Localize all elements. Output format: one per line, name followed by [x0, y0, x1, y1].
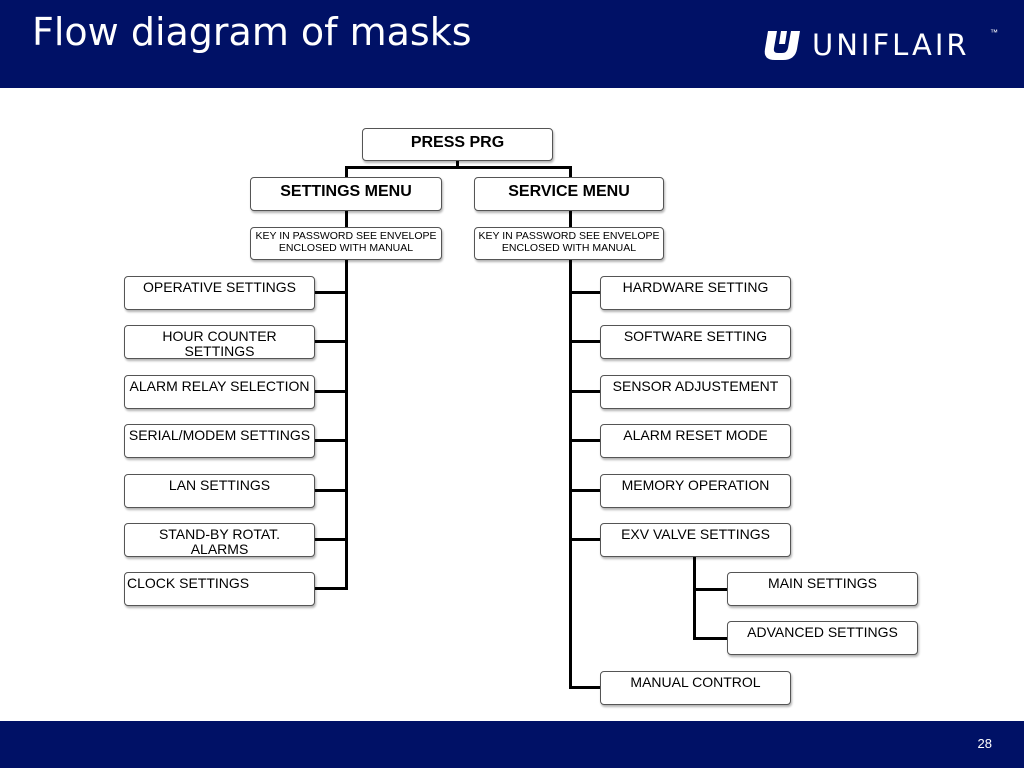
branch-clock-settings: [314, 587, 348, 590]
stand-by-rotat-alarms-box: STAND-BY ROTAT. ALARMS: [124, 523, 315, 557]
connector-root-down: [456, 160, 459, 168]
memory-operation-box: MEMORY OPERATION: [600, 474, 791, 508]
logo-wordmark: UNIFLAIR: [812, 28, 970, 62]
connector-service-to-password: [569, 210, 572, 228]
settings-password-note: KEY IN PASSWORD SEE ENVELOPE ENCLOSED WI…: [250, 227, 442, 260]
slide-footer: 28: [0, 721, 1024, 768]
branch-stand-by-rotat-alarms: [314, 538, 348, 541]
connector-to-service-menu: [569, 166, 572, 178]
alarm-relay-selection-box: ALARM RELAY SELECTION: [124, 375, 315, 409]
alarm-reset-mode-box: ALARM RESET MODE: [600, 424, 791, 458]
branch-software-setting: [569, 340, 602, 343]
branch-sensor-adjustement: [569, 390, 602, 393]
branch-alarm-relay-selection: [314, 390, 348, 393]
branch-main-settings: [693, 588, 729, 591]
uniflair-logo: UNIFLAIR ™: [762, 26, 1008, 66]
branch-exv-valve-settings: [569, 538, 602, 541]
connector-settings-to-password: [345, 210, 348, 228]
sensor-adjustement-box: SENSOR ADJUSTEMENT: [600, 375, 791, 409]
advanced-settings-box: ADVANCED SETTINGS: [727, 621, 918, 655]
branch-advanced-settings: [693, 637, 729, 640]
service-trunk-line: [569, 259, 572, 689]
connector-menus-horizontal: [345, 166, 572, 169]
service-menu-box: SERVICE MENU: [474, 177, 664, 211]
uniflair-u-mark-icon: [764, 31, 800, 60]
branch-lan-settings: [314, 489, 348, 492]
page-number: 28: [977, 736, 992, 751]
settings-menu-box: SETTINGS MENU: [250, 177, 442, 211]
operative-settings-box: OPERATIVE SETTINGS: [124, 276, 315, 310]
lan-settings-box: LAN SETTINGS: [124, 474, 315, 508]
settings-trunk-line: [345, 259, 348, 590]
branch-serial-modem-settings: [314, 439, 348, 442]
branch-manual-control: [569, 686, 602, 689]
branch-alarm-reset-mode: [569, 439, 602, 442]
service-password-note: KEY IN PASSWORD SEE ENVELOPE ENCLOSED WI…: [474, 227, 664, 260]
branch-hardware-setting: [569, 291, 602, 294]
hardware-setting-box: HARDWARE SETTING: [600, 276, 791, 310]
serial-modem-settings-box: SERIAL/MODEM SETTINGS: [124, 424, 315, 458]
branch-memory-operation: [569, 489, 602, 492]
clock-settings-box: CLOCK SETTINGS: [124, 572, 315, 606]
connector-to-settings-menu: [345, 166, 348, 178]
exv-valve-settings-box: EXV VALVE SETTINGS: [600, 523, 791, 557]
main-settings-box: MAIN SETTINGS: [727, 572, 918, 606]
branch-operative-settings: [314, 291, 348, 294]
press-prg-box: PRESS PRG: [362, 128, 553, 161]
exv-sub-trunk-line: [693, 556, 696, 640]
manual-control-box: MANUAL CONTROL: [600, 671, 791, 705]
branch-hour-counter-settings: [314, 340, 348, 343]
slide-title: Flow diagram of masks: [32, 10, 472, 54]
hour-counter-settings-box: HOUR COUNTER SETTINGS: [124, 325, 315, 359]
slide-header: Flow diagram of masks UNIFLAIR ™: [0, 0, 1024, 88]
software-setting-box: SOFTWARE SETTING: [600, 325, 791, 359]
trademark-symbol: ™: [990, 28, 998, 37]
